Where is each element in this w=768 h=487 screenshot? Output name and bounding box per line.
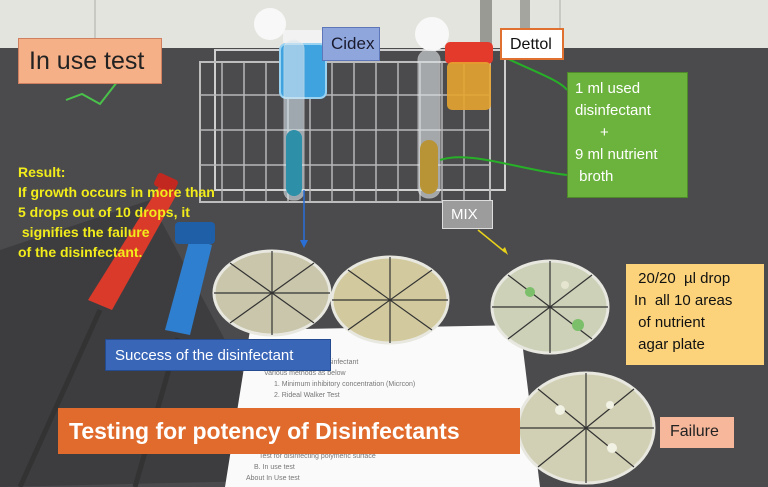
result-line: If growth occurs in more than — [18, 184, 215, 200]
paper-line: Test for disinfecting polymeric surface — [259, 453, 376, 460]
drop-note-line: of nutrient — [634, 314, 705, 331]
red-pipette — [17, 172, 178, 487]
drop-note-line: agar plate — [634, 336, 705, 353]
drop-note: 20/20 µl drop In all 10 areas of nutrien… — [626, 264, 764, 365]
dettol-tube — [415, 17, 449, 199]
main-title: Testing for potency of Disinfectants — [58, 408, 520, 454]
drop-note-line: In all 10 areas — [634, 292, 733, 309]
yellow-arrow-head — [502, 247, 508, 255]
wall-pipe — [520, 0, 530, 40]
preparation-note: 1 ml used disinfectant + 9 ml nutrient b… — [567, 72, 688, 198]
cidex-tube — [254, 8, 305, 201]
paper-line: 1. Minimum inhibitory concentration (Mic… — [274, 381, 416, 388]
preparation-note-line: disinfectant — [575, 102, 651, 119]
green-checkmark — [65, 67, 129, 106]
result-line: signifies the failure — [18, 224, 150, 240]
drop-note-line: 20/20 µl drop — [634, 270, 731, 287]
petri-dish-success-1 — [212, 249, 332, 337]
preparation-note-line: broth — [575, 168, 614, 185]
preparation-note-line: + — [575, 124, 609, 141]
petri-dish-failure — [516, 371, 656, 485]
preparation-note-line: 1 ml used — [575, 80, 641, 97]
paper-line: 2. Rideal Walker Test — [274, 392, 340, 399]
cidex-label: Cidex — [322, 27, 380, 61]
paper-line: About In Use test — [246, 475, 300, 482]
petri-dish-mixed — [490, 259, 610, 355]
green-connector-line — [439, 156, 568, 176]
yellow-arrow — [477, 229, 506, 253]
paper-line: B. In use test — [254, 464, 295, 471]
in-use-test-label: In use test — [18, 38, 162, 84]
result-text: Result: If growth occurs in more than 5 … — [18, 162, 268, 262]
success-label: Success of the disinfectant — [105, 339, 331, 371]
preparation-note-line: 9 ml nutrient — [575, 146, 658, 163]
petri-dish-success-2 — [330, 255, 450, 345]
result-line: Result: — [18, 164, 66, 180]
result-line: 5 drops out of 10 drops, it — [18, 204, 190, 220]
dettol-jar — [445, 42, 493, 110]
mix-label: MIX — [442, 200, 493, 229]
dettol-label: Dettol — [500, 28, 564, 60]
blue-arrow-head — [300, 240, 308, 248]
result-line: of the disinfectant. — [18, 244, 143, 260]
failure-label: Failure — [660, 417, 734, 448]
paper-line: Various methods as below — [264, 370, 346, 377]
